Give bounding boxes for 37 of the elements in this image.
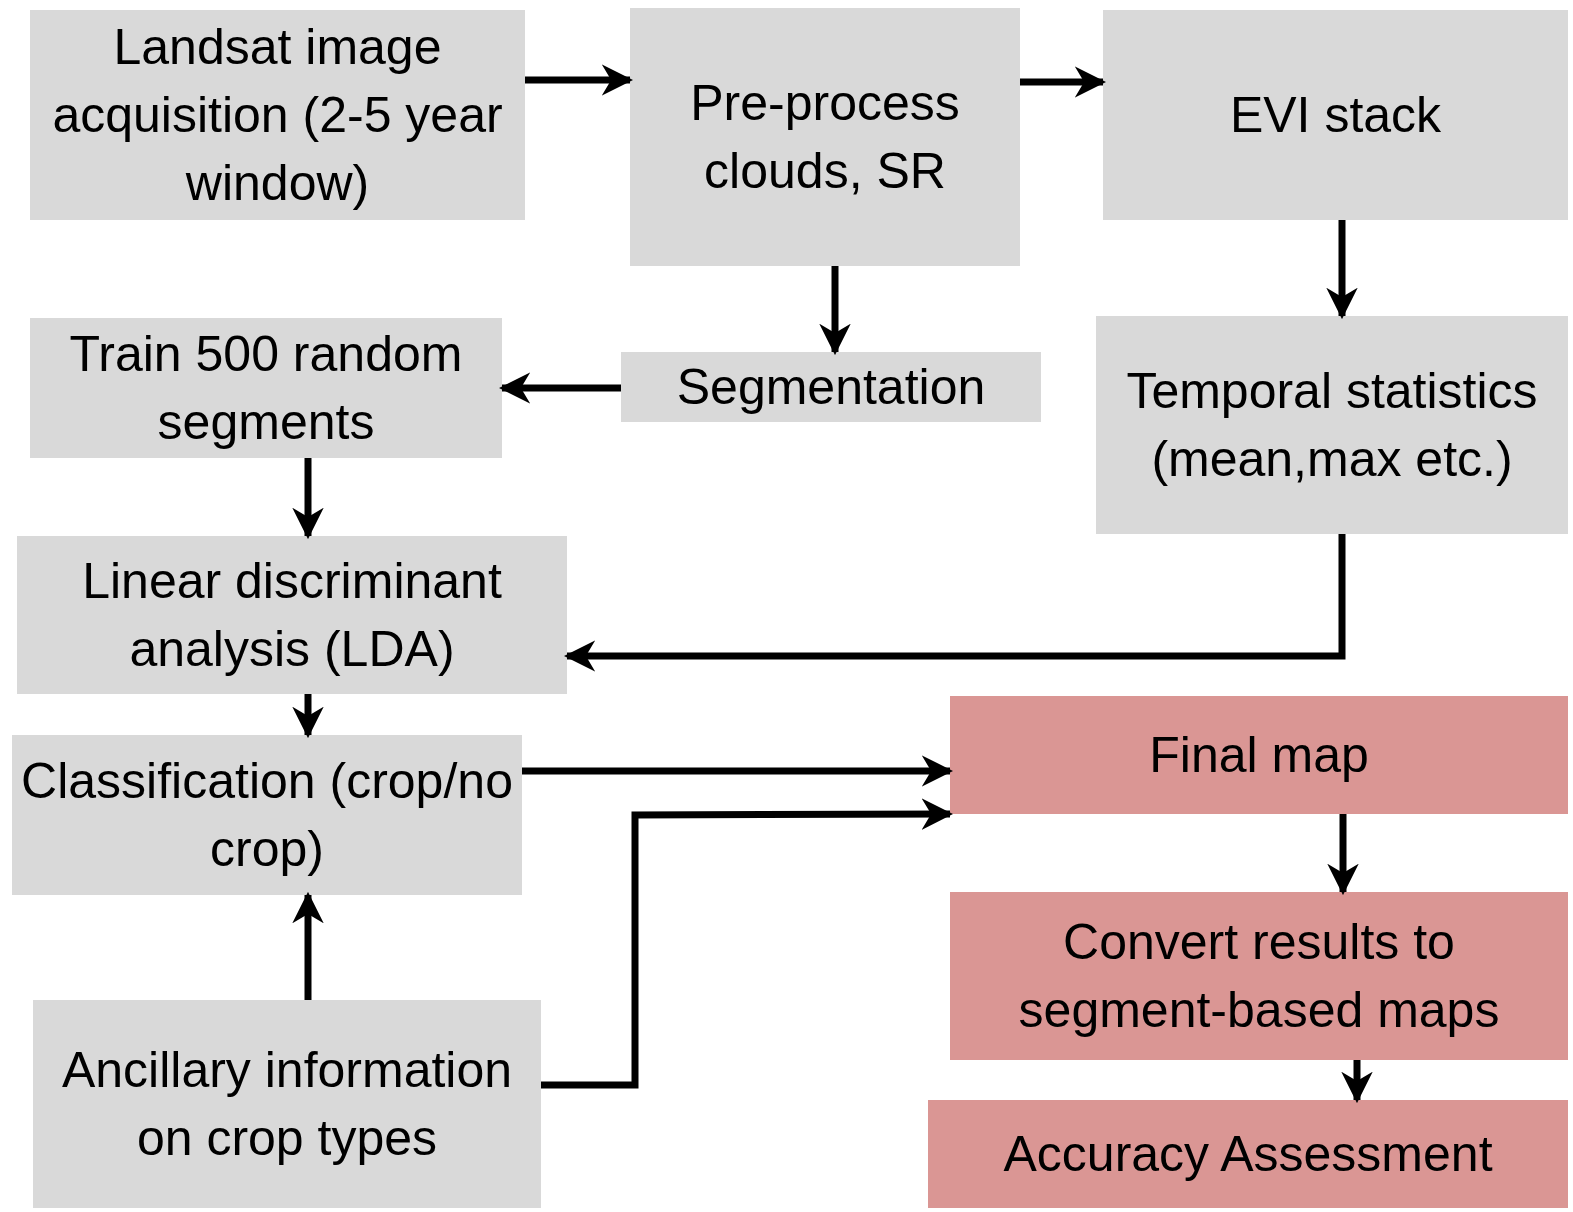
box-label: Landsat image acquisition (2-5 year window) bbox=[51, 18, 504, 213]
process-box bbox=[17, 536, 567, 694]
box-label: Train 500 random segments bbox=[68, 325, 464, 452]
arrow bbox=[819, 266, 851, 356]
process-box bbox=[12, 735, 522, 895]
process-box bbox=[1103, 10, 1568, 220]
box-label: Ancillary information on crop types bbox=[60, 1041, 514, 1168]
arrow bbox=[1327, 814, 1359, 896]
process-box bbox=[33, 1000, 541, 1208]
process-box bbox=[621, 352, 1041, 422]
arrow bbox=[541, 798, 954, 1089]
box-label: EVI stack bbox=[1229, 86, 1442, 145]
process-box bbox=[928, 1100, 1568, 1208]
process-box bbox=[30, 10, 525, 220]
arrow bbox=[292, 458, 324, 540]
arrow bbox=[522, 755, 954, 787]
process-box bbox=[950, 696, 1568, 814]
process-box bbox=[630, 8, 1020, 266]
box-label: Temporal statistics (mean,max etc.) bbox=[1125, 362, 1539, 489]
box-label: Convert results to segment-based maps bbox=[1017, 913, 1501, 1040]
arrow bbox=[1020, 66, 1107, 98]
arrow bbox=[498, 372, 621, 404]
arrow bbox=[292, 891, 324, 1000]
box-label: Accuracy Assessment bbox=[1003, 1125, 1493, 1184]
arrow bbox=[292, 694, 324, 739]
arrow bbox=[525, 64, 634, 96]
box-label: Classification (crop/no crop) bbox=[20, 752, 514, 879]
arrow bbox=[1326, 220, 1358, 320]
box-label: Segmentation bbox=[676, 358, 986, 417]
box-label: Pre-process clouds, SR bbox=[689, 74, 961, 201]
process-box bbox=[30, 318, 502, 458]
process-box bbox=[950, 892, 1568, 1060]
box-label: Final map bbox=[1149, 726, 1369, 785]
process-box bbox=[1096, 316, 1568, 534]
arrow bbox=[563, 534, 1346, 672]
box-label: Linear discriminant analysis (LDA) bbox=[81, 552, 503, 679]
arrow bbox=[1341, 1060, 1373, 1104]
